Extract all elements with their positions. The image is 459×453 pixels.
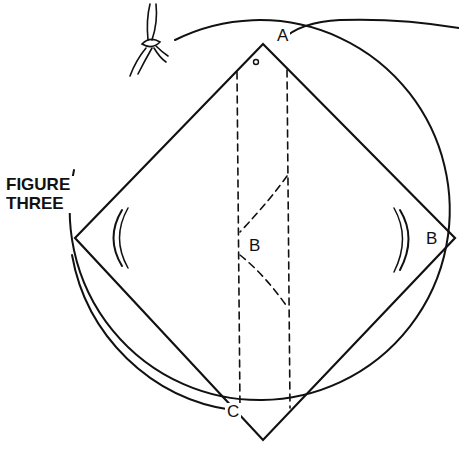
dashed-spar: [287, 70, 290, 408]
hole: [254, 60, 259, 65]
kite-string: [282, 20, 459, 40]
point-label: A: [275, 27, 290, 46]
figure-caption: FIGURE THREE: [4, 176, 82, 213]
loop-arc: [72, 255, 232, 410]
tip-arc: [120, 208, 129, 268]
loop-arc: [70, 20, 450, 400]
dashed-fold: [240, 255, 288, 308]
ribbon-knot: [130, 4, 168, 76]
tip-arc: [394, 208, 403, 272]
point-label: B: [247, 237, 262, 256]
point-label: C: [225, 403, 241, 422]
dashed-spar: [237, 72, 240, 408]
dashed-fold: [240, 176, 287, 232]
tip-arc: [400, 210, 409, 270]
point-label: B: [424, 230, 439, 249]
tip-arc: [114, 210, 123, 266]
kite-outline: [75, 44, 455, 440]
